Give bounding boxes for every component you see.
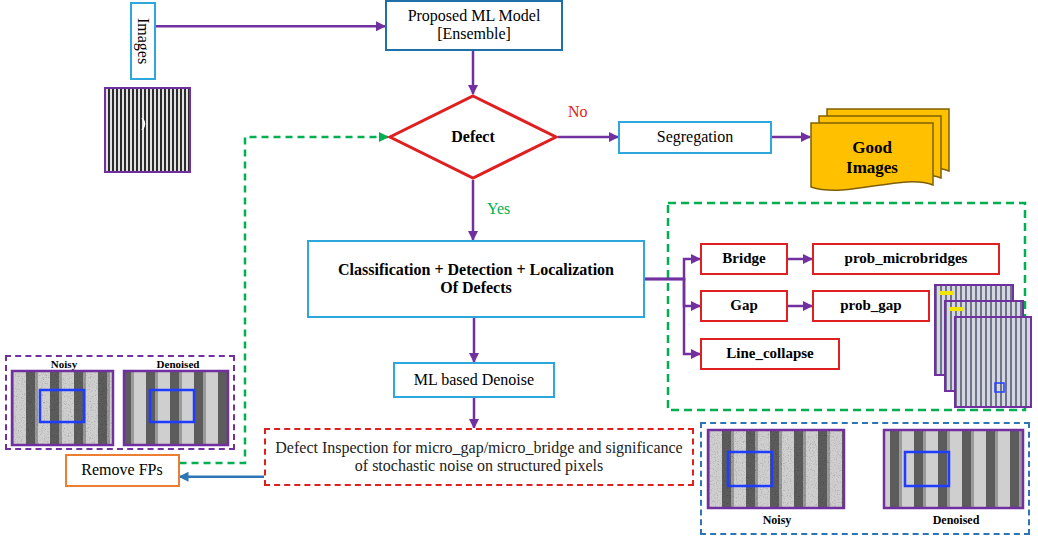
diamond-shape <box>390 96 556 178</box>
connector-arrow <box>645 279 700 306</box>
decision-diamond: Defect <box>388 94 558 180</box>
connector-arrow <box>473 318 476 362</box>
class-box: Gap <box>700 290 788 322</box>
grating-image <box>105 88 190 172</box>
process-box: ML based Denoise <box>393 362 555 398</box>
connector-arrow <box>472 51 475 95</box>
node-text: Line_collapse <box>726 345 814 362</box>
document-stack: Good Images <box>810 108 950 194</box>
image-frame <box>124 371 228 445</box>
connector-arrow <box>645 259 700 279</box>
denoise-example-bottom <box>708 430 1023 508</box>
comparison-panel: Noisy Denoised <box>700 422 1030 535</box>
connector-arrow <box>772 136 810 139</box>
connector-arrow <box>558 136 618 139</box>
model-box: Proposed ML Model [Ensemble] <box>385 0 563 51</box>
node-text: Classification + Detection + Localizatio… <box>332 261 620 298</box>
node-text: Denoised <box>933 514 980 528</box>
class-box: Bridge <box>700 243 788 275</box>
result-image <box>955 317 1031 407</box>
node-text: Bridge <box>722 250 765 267</box>
node-text: Defect Inspection for micro_gap/micro_br… <box>275 439 683 476</box>
node-text: Segregation <box>657 128 733 146</box>
probability-box: prob_microbridges <box>812 243 1000 275</box>
node-text: Noisy <box>763 514 792 528</box>
detection-box <box>150 390 194 422</box>
detection-tag <box>940 291 954 295</box>
denoised-image <box>124 371 228 445</box>
detection-box <box>40 390 84 422</box>
node-text: Gap <box>730 297 758 314</box>
input-box: Images <box>130 2 156 80</box>
connector-arrow <box>156 25 385 28</box>
input-thumbnail <box>105 88 190 172</box>
result-image-stack <box>935 285 1031 407</box>
node-text: prob_gap <box>840 297 901 314</box>
denoise-example-top <box>12 371 228 445</box>
document-sheet <box>811 123 933 190</box>
connector-arrow <box>645 279 700 354</box>
node-text: Denoised <box>157 358 200 371</box>
noisy-image <box>12 371 113 445</box>
connector-arrow <box>788 305 812 308</box>
connector-arrow <box>180 476 265 479</box>
action-box: Remove FPs <box>65 454 180 487</box>
image-frame <box>12 371 113 445</box>
process-box: Segregation <box>618 121 772 154</box>
image-frame <box>708 430 844 508</box>
detection-box <box>995 383 1004 392</box>
node-text: Proposed ML Model [Ensemble] <box>396 7 552 44</box>
node-text: Defect <box>451 128 495 146</box>
detection-box <box>905 452 949 486</box>
process-box: Classification + Detection + Localizatio… <box>307 240 645 318</box>
image-frame <box>884 430 1023 508</box>
class-box: Line_collapse <box>700 338 840 370</box>
defect-mark <box>142 118 145 130</box>
connector-arrow <box>788 258 812 261</box>
node-text: prob_microbridges <box>845 250 968 267</box>
noisy-image <box>708 430 844 508</box>
connector-arrow <box>472 180 475 240</box>
node-text: ML based Denoise <box>414 371 534 389</box>
detection-box <box>728 452 772 486</box>
denoised-image <box>884 430 1023 508</box>
connector-arrow <box>473 398 476 428</box>
node-text: Noisy <box>51 358 77 371</box>
node-text: Images <box>134 18 152 64</box>
node-text: Good Images <box>830 138 914 177</box>
probability-box: prob_gap <box>812 290 930 322</box>
comparison-panel: Noisy Denoised <box>5 355 235 450</box>
node-text: Remove FPs <box>81 461 162 479</box>
inspection-box: Defect Inspection for micro_gap/micro_br… <box>264 428 694 486</box>
edge-label: Yes <box>485 200 512 218</box>
detection-tag <box>950 307 964 311</box>
edge-label: No <box>566 103 590 121</box>
